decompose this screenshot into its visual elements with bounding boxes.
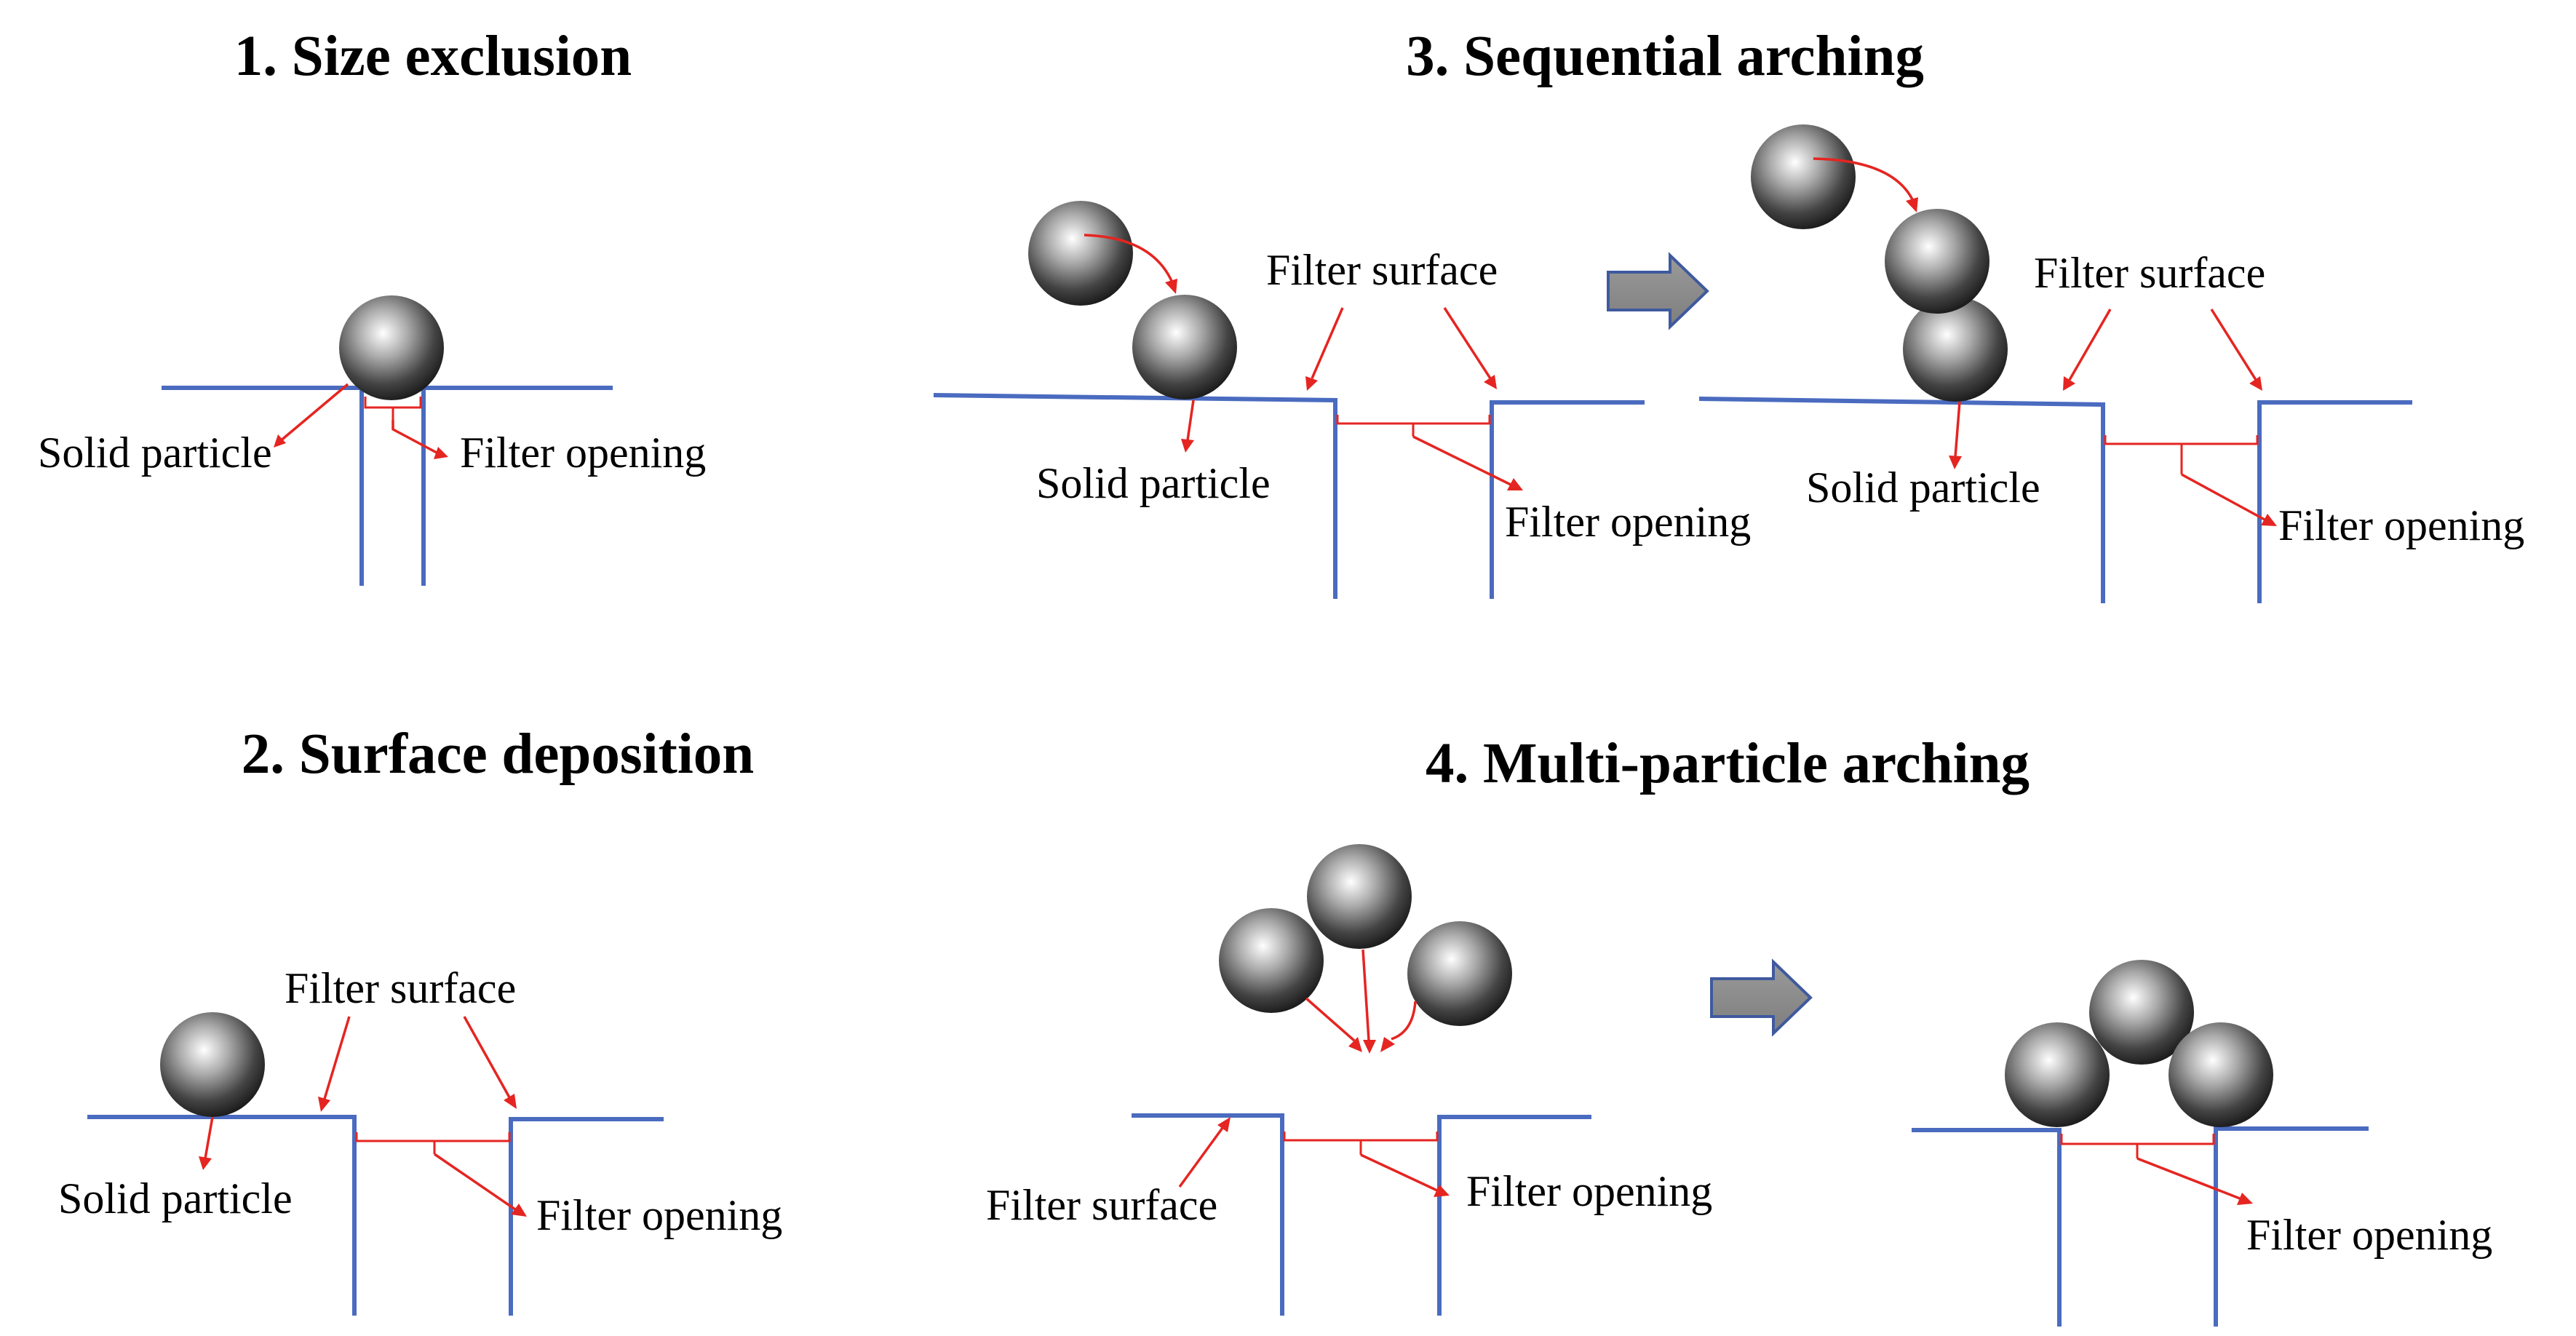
solid-particle-sphere xyxy=(2168,1022,2273,1127)
red-pointer-arrow xyxy=(1305,376,1318,391)
solid-particle-sphere xyxy=(1903,297,2008,402)
filter-opening-label: Filter opening xyxy=(2278,501,2524,549)
red-pointer-arrow xyxy=(1507,478,1523,490)
red-pointer-arrow xyxy=(1906,197,1918,212)
panel-multi-particle-arching-after: Filter opening xyxy=(1912,960,2492,1327)
red-pointer-arrow xyxy=(1165,279,1177,294)
solid-particle-sphere xyxy=(1132,295,1237,399)
red-pointer-arrow xyxy=(434,447,448,459)
solid-particle-sphere xyxy=(1751,124,1856,229)
title-surface-deposition: 2. Surface deposition xyxy=(242,723,754,786)
filter-wall xyxy=(1912,1126,2369,1327)
red-pointer-arrow xyxy=(1391,1001,1417,1041)
filter-opening-label: Filter opening xyxy=(1466,1167,1712,1215)
filter-opening-label: Filter opening xyxy=(460,429,706,477)
red-pointer-arrow xyxy=(1443,307,1492,379)
red-pointer-arrow xyxy=(1178,1126,1224,1188)
red-pointer-arrow xyxy=(1217,1117,1231,1132)
filter-opening-bracket xyxy=(1283,1132,1439,1155)
red-pointer-arrow xyxy=(2181,473,2265,521)
red-pointer-arrow xyxy=(274,434,286,448)
red-pointer-arrow xyxy=(1311,307,1344,379)
solid-particle-sphere xyxy=(339,295,444,400)
panel-sequential-arching-after: Filter surface Solid particle Filter ope… xyxy=(1698,124,2524,603)
red-pointer-arrow xyxy=(1954,401,1961,458)
red-pointer-arrow xyxy=(2210,309,2257,381)
red-pointer-arrow xyxy=(2261,514,2277,526)
red-pointer-arrow xyxy=(1305,997,1356,1042)
filter-wall xyxy=(162,386,613,586)
filter-opening-label: Filter opening xyxy=(1505,498,1751,546)
title-sequential-arching: 3. Sequential arching xyxy=(1406,25,1924,88)
red-pointer-arrow xyxy=(323,1016,351,1100)
filter-wall xyxy=(1132,1113,1591,1316)
panel-sequential-arching-before: Filter surface Solid particle Filter ope… xyxy=(933,201,1751,599)
red-pointer-arrow xyxy=(1181,439,1194,453)
solid-particle-sphere xyxy=(1307,844,1412,949)
filter-wall xyxy=(1698,397,2412,603)
filter-opening-label: Filter opening xyxy=(536,1191,782,1239)
solid-particle-sphere xyxy=(2005,1022,2110,1127)
solid-particle-label: Solid particle xyxy=(1036,459,1271,507)
panel-multi-particle-arching-before: Filter surface Filter opening xyxy=(986,844,1712,1316)
red-pointer-arrow xyxy=(1361,949,1370,1041)
red-pointer-arrow xyxy=(199,1156,212,1170)
red-pointer-arrow xyxy=(2237,1193,2253,1205)
filter-opening-label: Filter opening xyxy=(2246,1211,2492,1259)
red-pointer-arrow xyxy=(1084,234,1173,282)
solid-particle-sphere xyxy=(1885,209,1989,314)
red-pointer-arrow xyxy=(1813,157,1914,200)
solid-particle-sphere xyxy=(160,1012,265,1117)
red-pointer-arrow xyxy=(1484,375,1497,389)
red-pointer-arrow xyxy=(1363,1040,1376,1054)
title-size-exclusion: 1. Size exclusion xyxy=(234,25,632,88)
red-pointer-arrow xyxy=(1380,1037,1395,1052)
solid-particle-sphere xyxy=(1407,921,1512,1026)
solid-particle-sphere xyxy=(2089,960,2194,1065)
filter-opening-bracket xyxy=(355,1132,511,1154)
filter-wall xyxy=(87,1115,664,1316)
filter-surface-label: Filter surface xyxy=(1266,246,1498,294)
red-pointer-arrow xyxy=(463,1016,511,1098)
red-pointer-arrow xyxy=(434,1153,516,1211)
filter-surface-label: Filter surface xyxy=(986,1181,1217,1229)
filter-opening-bracket xyxy=(2104,435,2259,474)
red-pointer-arrow xyxy=(318,1097,330,1112)
red-pointer-arrow xyxy=(2136,1157,2241,1200)
red-pointer-arrow xyxy=(278,383,349,443)
grey-step-arrow xyxy=(1710,958,1813,1037)
red-pointer-arrow xyxy=(511,1204,527,1217)
red-pointer-arrow xyxy=(2068,309,2112,381)
red-pointer-arrow xyxy=(504,1094,517,1109)
filter-wall xyxy=(933,393,1645,599)
solid-particle-label: Solid particle xyxy=(38,429,272,477)
panel-surface-deposition: Filter surface Solid particle Filter ope… xyxy=(58,964,782,1316)
red-pointer-arrow xyxy=(391,420,437,454)
red-pointer-arrow xyxy=(1949,456,1962,469)
red-pointer-arrow xyxy=(1360,1153,1438,1192)
solid-particle-label: Solid particle xyxy=(58,1174,293,1222)
filter-opening-bracket xyxy=(1336,415,1491,437)
grey-step-arrow xyxy=(1607,252,1709,330)
red-pointer-arrow xyxy=(1434,1185,1450,1197)
red-pointer-arrow xyxy=(2063,376,2075,391)
red-pointer-arrow xyxy=(1348,1037,1362,1052)
filter-surface-label: Filter surface xyxy=(285,964,516,1012)
red-pointer-arrow xyxy=(204,1116,214,1159)
panel-size-exclusion: Solid particle Filter opening xyxy=(38,295,706,586)
red-pointer-arrow xyxy=(1186,399,1195,441)
filter-surface-label: Filter surface xyxy=(2034,249,2265,297)
red-pointer-arrow xyxy=(1412,435,1511,486)
title-multi-particle-arching: 4. Multi-particle arching xyxy=(1426,732,2030,795)
red-pointer-arrow xyxy=(2249,376,2262,391)
filter-opening-bracket xyxy=(364,397,422,420)
solid-particle-label: Solid particle xyxy=(1806,464,2040,512)
filter-opening-bracket xyxy=(2060,1134,2215,1158)
solid-particle-sphere xyxy=(1028,201,1133,306)
solid-particle-sphere xyxy=(1219,908,1324,1013)
